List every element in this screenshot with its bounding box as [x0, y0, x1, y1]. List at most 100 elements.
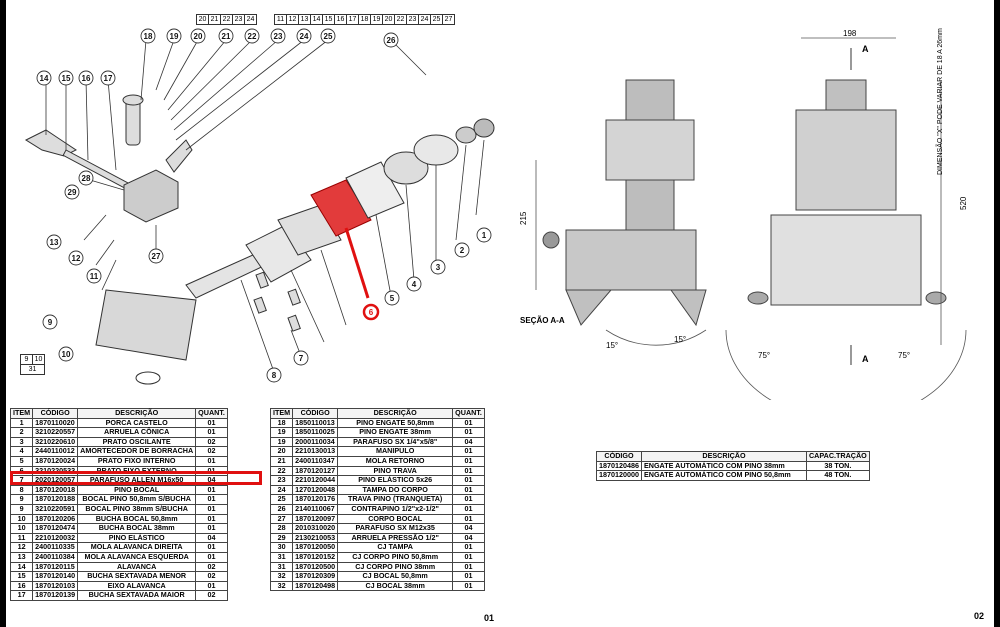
cell-codigo: 2400110347 [292, 455, 339, 467]
callout-1-label: 1 [482, 231, 487, 240]
dim-520-label: 520 [959, 196, 968, 210]
callout-5-circle [384, 290, 400, 306]
section-handle [542, 231, 560, 249]
angle-15-left: 15° [606, 341, 618, 350]
col-descricao: DESCRIÇÃO [640, 451, 807, 462]
bolt-shape [255, 271, 269, 289]
cell-codigo: 1870120140 [32, 571, 79, 582]
callout-26-circle [383, 32, 399, 48]
cell-quant: 01 [452, 542, 485, 553]
cell-descricao: BOCAL PINO 38mm S/BUCHA [77, 503, 197, 515]
cell-quant: 01 [195, 523, 228, 534]
callout-21-circle [218, 28, 234, 44]
cell-descricao: CJ BOCAL 50,8mm [337, 571, 454, 582]
col-codigo: CÓDIGO [596, 451, 642, 462]
section-drawing: 198 215 520 DIMENSÃO "X" PODE VARIAR DE … [519, 28, 968, 400]
highlight-box [10, 471, 262, 485]
callout-15-label: 15 [62, 74, 71, 83]
callout-20-circle [190, 28, 206, 44]
callout-4-label: 4 [412, 280, 417, 289]
cell-item: 32 [269, 571, 294, 582]
cell-codigo: 2400110384 [32, 551, 79, 563]
callout-12-label: 12 [72, 254, 81, 263]
cell-item: 19 [269, 427, 294, 438]
cell-item: 2 [9, 427, 34, 438]
cell-codigo: 1870120152 [292, 551, 339, 563]
cell-codigo: 3210220591 [32, 503, 79, 515]
callout-24-circle [296, 28, 312, 44]
side-plates [795, 109, 897, 211]
col-codigo: CÓDIGO [292, 408, 339, 419]
angle-75-left: 75° [758, 351, 770, 360]
plate-9-shape [95, 289, 197, 361]
callout-13-label: 13 [50, 238, 59, 247]
cell-quant: 01 [452, 571, 485, 582]
cell-item: 21 [269, 455, 294, 467]
ring-10-shape [135, 371, 161, 385]
cell-quant: 01 [195, 494, 228, 505]
callout-3-label: 3 [436, 263, 441, 272]
callout-12-circle [68, 250, 84, 266]
cell-descricao: ARRUELA CÔNICA [77, 427, 197, 438]
callout-14-circle [36, 70, 52, 86]
cell-item: 26 [269, 503, 294, 515]
callout-22-label: 22 [248, 32, 257, 41]
cell-codigo: 1870120309 [292, 571, 339, 582]
cell-item: 30 [269, 542, 294, 553]
section-marker-bottom: A [862, 354, 869, 364]
col-descricao: DESCRIÇÃO [77, 408, 197, 419]
dim-198-label: 198 [843, 29, 857, 38]
cell-item: 31 [269, 551, 294, 563]
side-pin-top [825, 79, 867, 111]
cell-codigo: 1870120188 [32, 494, 79, 505]
callout-17-label: 17 [104, 74, 113, 83]
callout-2-label: 2 [460, 246, 465, 255]
callout-7-circle [293, 350, 309, 366]
section-plates [605, 119, 695, 181]
side-handle-right [925, 291, 947, 305]
cell-item: 32 [269, 580, 294, 592]
callout-6-label: 6 [369, 308, 374, 317]
col-capac: CAPAC.TRAÇÃO [805, 451, 870, 462]
coupling-table: CÓDIGO DESCRIÇÃO CAPAC.TRAÇÃO 1870120486… [596, 451, 870, 481]
callout-14-label: 14 [40, 74, 49, 83]
callout-23-circle [270, 28, 286, 44]
callout-20-label: 20 [194, 32, 203, 41]
cell-quant: 02 [195, 590, 228, 601]
cell-descricao: BOCAL PINO 50,8mm S/BUCHA [77, 494, 197, 505]
callout-13-circle [46, 234, 62, 250]
callout-18-circle [140, 28, 156, 44]
plate-6-shape [310, 179, 372, 237]
callout-26-label: 26 [387, 36, 396, 45]
callout-4-circle [406, 276, 422, 292]
cell-codigo: 2400110335 [32, 542, 79, 553]
callout-9-circle [42, 314, 58, 330]
cell-item: 5 [9, 455, 34, 467]
cell-item: 12 [9, 542, 34, 553]
cell-codigo: 1870120176 [292, 494, 339, 505]
cell-descricao: CJ BOCAL 38mm [337, 580, 454, 592]
callout-10-label: 10 [62, 350, 71, 359]
cell-descricao: BUCHA BOCAL 38mm [77, 523, 197, 534]
cell-quant: 01 [195, 427, 228, 438]
cell-descricao: PINO ENGATE 38mm [337, 427, 454, 438]
callout-3-circle [430, 259, 446, 275]
cell-codigo: 1850110025 [292, 427, 339, 438]
arc-15 [605, 329, 707, 346]
cell-quant: 01 [452, 427, 485, 438]
plate-5-shape [345, 161, 405, 219]
col-quant: QUANT. [452, 408, 485, 419]
cell-descricao: PRATO FIXO INTERNO [77, 455, 197, 467]
col-item: ITEM [269, 408, 294, 419]
hook-shape [165, 139, 193, 173]
